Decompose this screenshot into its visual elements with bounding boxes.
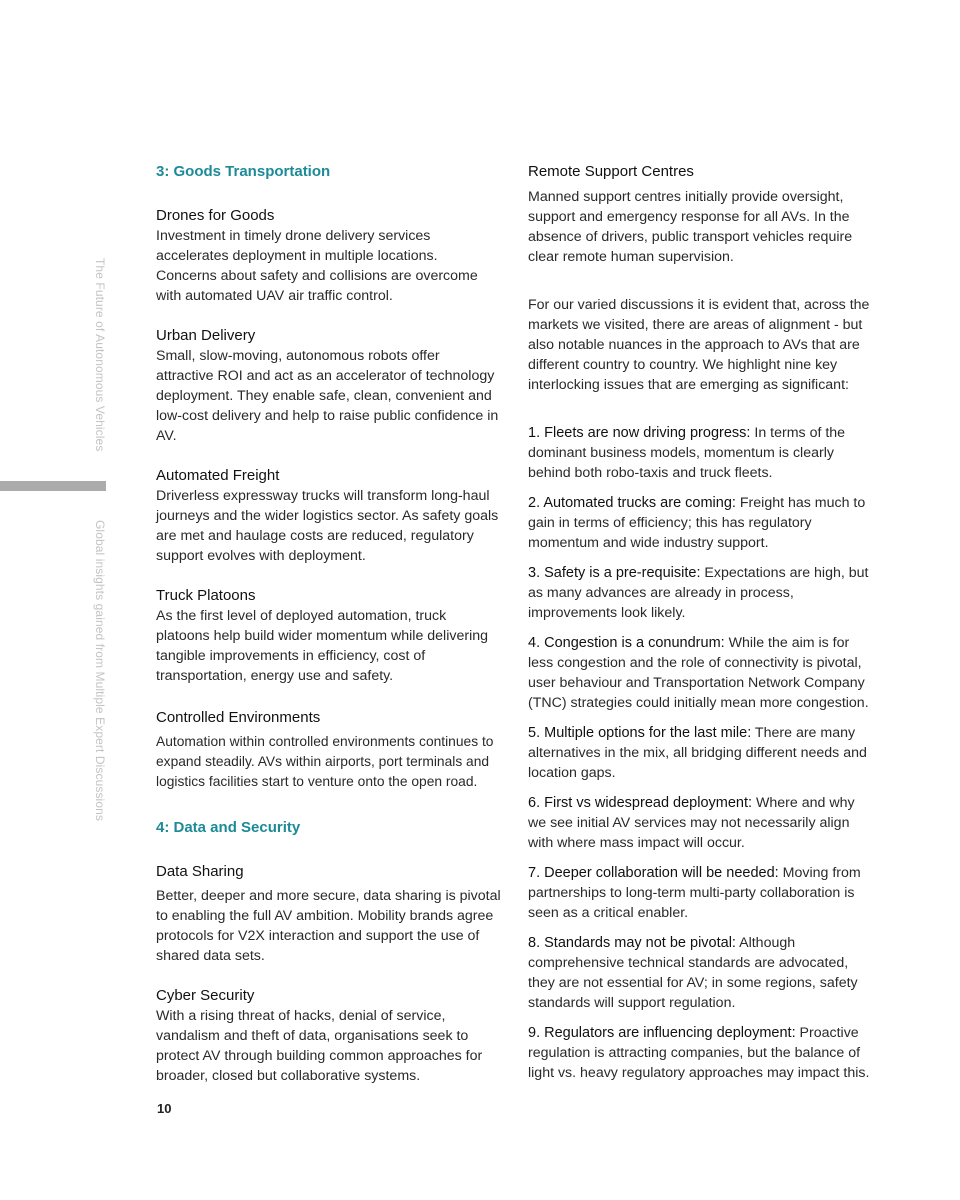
issue-item: 5. Multiple options for the last mile: T… xyxy=(528,723,873,783)
page-number: 10 xyxy=(157,1101,172,1116)
issue-title: 9. Regulators are influencing deployment… xyxy=(528,1025,796,1041)
issue-title: 2. Automated trucks are coming: xyxy=(528,495,736,511)
running-title: The Future of Autonomous Vehicles xyxy=(93,258,107,452)
issue-item: 1. Fleets are now driving progress: In t… xyxy=(528,423,873,483)
section-marker-bar xyxy=(0,481,106,491)
section-heading-data: 4: Data and Security xyxy=(156,819,301,836)
section-heading-goods: 3: Goods Transportation xyxy=(156,163,331,180)
issue-body: In terms of the dominant business models… xyxy=(528,425,846,481)
item-title: Remote Support Centres xyxy=(528,163,694,180)
item-remote-support: Remote Support Centres Manned support ce… xyxy=(528,162,873,267)
issue-title: 8. Standards may not be pivotal: xyxy=(528,935,736,951)
item-body: Automation within controlled environment… xyxy=(156,734,494,789)
item-body: As the first level of deployed automatio… xyxy=(156,608,489,684)
issue-body: While the aim is for less congestion and… xyxy=(528,635,869,711)
issue-item: 4. Congestion is a conundrum: While the … xyxy=(528,633,873,713)
issue-body: Moving from partnerships to long-term mu… xyxy=(528,865,861,921)
issue-body: Proactive regulation is attracting compa… xyxy=(528,1025,870,1081)
item-title: Cyber Security xyxy=(156,987,255,1004)
item-controlled-environments: Controlled Environments Automation withi… xyxy=(156,708,501,792)
issue-body: Although comprehensive technical standar… xyxy=(528,935,858,1011)
issue-title: 1. Fleets are now driving progress: xyxy=(528,425,751,441)
item-title: Automated Freight xyxy=(156,467,280,484)
item-drones: Drones for Goods Investment in timely dr… xyxy=(156,206,501,306)
left-column: 3: Goods Transportation Drones for Goods… xyxy=(156,162,501,1086)
item-data-sharing: Data Sharing Better, deeper and more sec… xyxy=(156,862,501,966)
item-body: Investment in timely drone delivery serv… xyxy=(156,228,478,304)
issue-item: 2. Automated trucks are coming: Freight … xyxy=(528,493,873,553)
item-body: Small, slow-moving, autonomous robots of… xyxy=(156,348,499,444)
item-body: Better, deeper and more secure, data sha… xyxy=(156,888,501,964)
item-truck-platoons: Truck Platoons As the first level of dep… xyxy=(156,586,501,686)
item-title: Drones for Goods xyxy=(156,207,275,224)
item-urban-delivery: Urban Delivery Small, slow-moving, auton… xyxy=(156,326,501,446)
item-automated-freight: Automated Freight Driverless expressway … xyxy=(156,466,501,566)
issue-title: 5. Multiple options for the last mile: xyxy=(528,725,752,741)
issue-item: 7. Deeper collaboration will be needed: … xyxy=(528,863,873,923)
issue-body: Freight has much to gain in terms of eff… xyxy=(528,495,866,551)
issue-title: 6. First vs widespread deployment: xyxy=(528,795,753,811)
item-cyber-security: Cyber Security With a rising threat of h… xyxy=(156,986,501,1086)
issue-body: There are many alternatives in the mix, … xyxy=(528,725,867,781)
issue-body: Expectations are high, but as many advan… xyxy=(528,565,869,621)
item-title: Controlled Environments xyxy=(156,709,321,726)
right-column: Remote Support Centres Manned support ce… xyxy=(528,162,873,1083)
issue-item: 8. Standards may not be pivotal: Althoug… xyxy=(528,933,873,1013)
issue-title: 7. Deeper collaboration will be needed: xyxy=(528,865,779,881)
item-body: Manned support centres initially provide… xyxy=(528,189,853,265)
issue-item: 6. First vs widespread deployment: Where… xyxy=(528,793,873,853)
intro-paragraph: For our varied discussions it is evident… xyxy=(528,297,870,393)
item-title: Urban Delivery xyxy=(156,327,256,344)
issue-body: Where and why we see initial AV services… xyxy=(528,795,855,851)
running-subtitle: Global insights gained from Multiple Exp… xyxy=(93,520,107,821)
issue-title: 4. Congestion is a conundrum: xyxy=(528,635,725,651)
issue-item: 3. Safety is a pre-requisite: Expectatio… xyxy=(528,563,873,623)
issue-title: 3. Safety is a pre-requisite: xyxy=(528,565,701,581)
item-title: Data Sharing xyxy=(156,863,244,880)
item-body: Driverless expressway trucks will transf… xyxy=(156,488,499,564)
issues-list: 1. Fleets are now driving progress: In t… xyxy=(528,423,873,1083)
item-title: Truck Platoons xyxy=(156,587,256,604)
item-body: With a rising threat of hacks, denial of… xyxy=(156,1008,483,1084)
issue-item: 9. Regulators are influencing deployment… xyxy=(528,1023,873,1083)
